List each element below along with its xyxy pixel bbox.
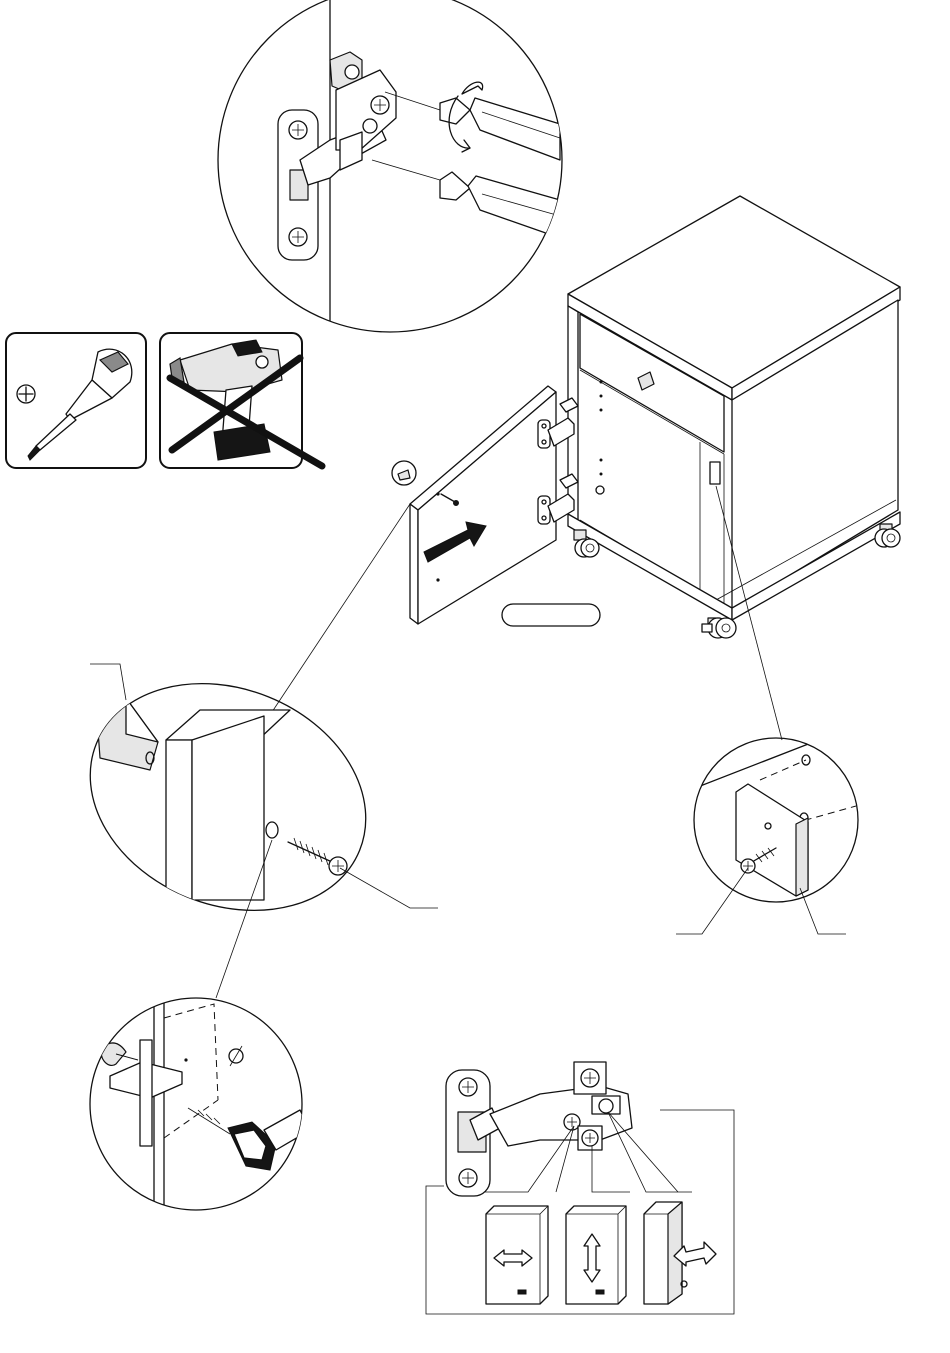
screwdriver-tool-box: [6, 333, 146, 468]
phillips-screwdriver-icon: [17, 349, 132, 460]
catch-plate: [710, 462, 720, 484]
depth-adjustment-card: [644, 1202, 716, 1304]
hinge-screw-detail: [218, 0, 562, 340]
castor-front-right: [702, 618, 736, 638]
part-label-box: [502, 604, 600, 626]
drill-forbidden-box: [160, 333, 322, 468]
catch-plate-detail: [676, 720, 870, 934]
height-adjustment-card: [566, 1206, 626, 1304]
side-adjustment-card: [486, 1206, 548, 1304]
hinge-adjustment-detail: [426, 1062, 734, 1314]
door-bumper-detail: [56, 644, 438, 951]
door-screw: [288, 838, 347, 875]
cabinet: [568, 196, 900, 638]
door-panel: [392, 386, 578, 624]
bumper-mounting-detail: [90, 998, 310, 1212]
